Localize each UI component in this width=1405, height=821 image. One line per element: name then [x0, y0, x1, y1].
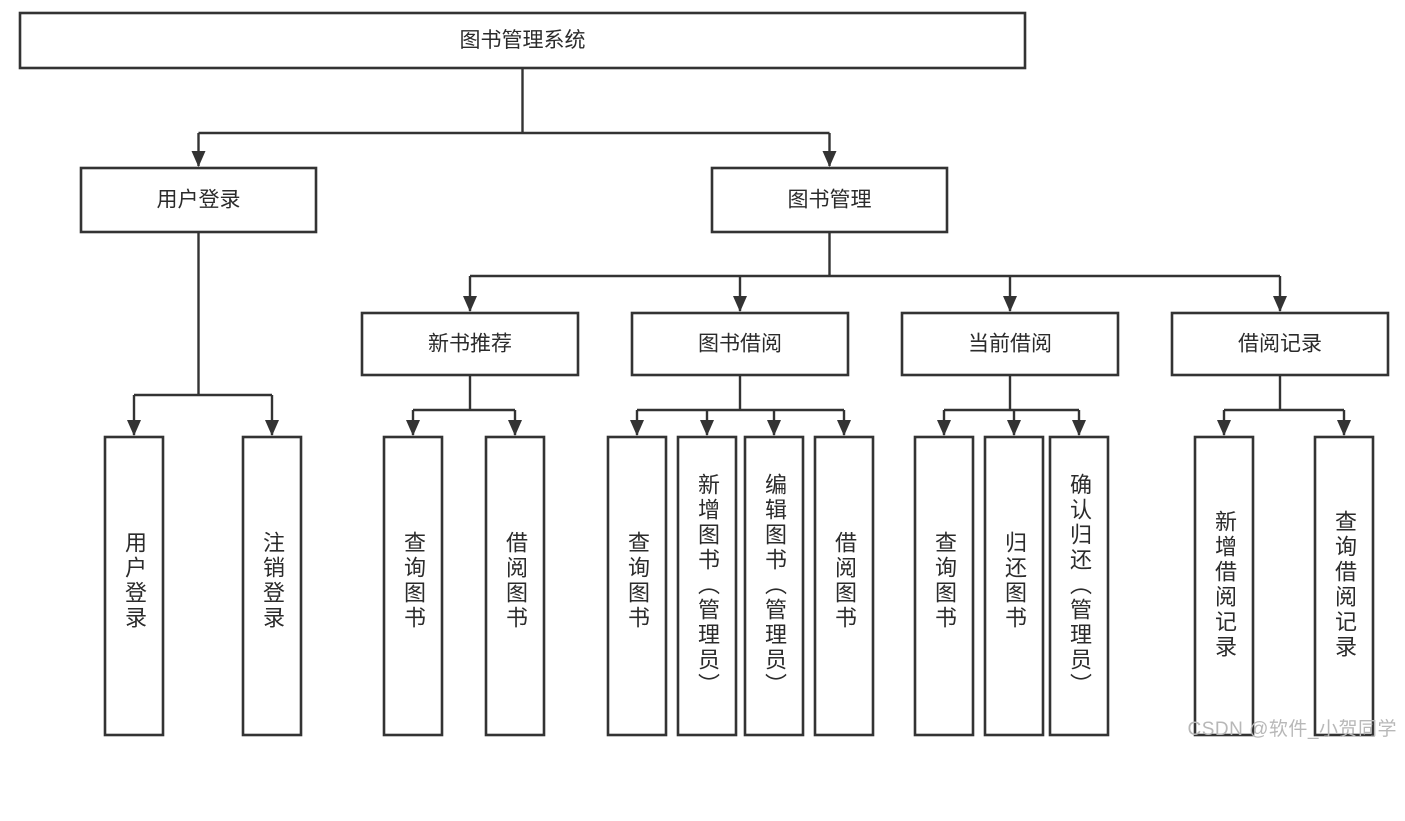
leaf-box-新增图书（管理员）[interactable]	[676, 435, 738, 737]
arrow-head-icon	[1003, 296, 1017, 312]
leaf-box-新增借阅记录[interactable]	[1193, 435, 1255, 737]
leaf-box-借阅图书[interactable]	[813, 435, 875, 737]
arrow-head-icon	[508, 420, 522, 436]
leaf-box-查询图书[interactable]	[382, 435, 444, 737]
node-label-level3-借阅记录: 借阅记录	[1238, 333, 1322, 356]
arrow-head-icon	[822, 151, 837, 167]
arrow-head-icon	[630, 420, 644, 436]
arrow-head-icon	[265, 420, 279, 436]
node-level3-借阅记录[interactable]	[1170, 311, 1390, 377]
leaf-box-查询图书[interactable]	[913, 435, 975, 737]
arrow-head-icon	[191, 151, 206, 167]
arrow-head-icon	[1273, 296, 1287, 312]
leaf-box-归还图书[interactable]	[983, 435, 1045, 737]
leaf-box-借阅图书[interactable]	[484, 435, 546, 737]
arrow-head-icon	[733, 296, 747, 312]
leaf-box-编辑图书（管理员）[interactable]	[743, 435, 805, 737]
arrow-head-icon	[1072, 420, 1086, 436]
watermark-text: CSDN @软件_小贺同学	[1187, 719, 1397, 740]
node-level3-图书借阅[interactable]	[630, 311, 850, 377]
connector-layer	[127, 68, 1351, 436]
arrow-head-icon	[406, 420, 420, 436]
node-level3-新书推荐[interactable]	[360, 311, 580, 377]
node-label-level2-图书管理: 图书管理	[788, 189, 872, 212]
arrow-head-icon	[937, 420, 951, 436]
node-level3-当前借阅[interactable]	[900, 311, 1120, 377]
leaf-box-确认归还（管理员）[interactable]	[1048, 435, 1110, 737]
node-root-图书管理系统[interactable]	[18, 11, 1027, 70]
node-label-level3-当前借阅: 当前借阅	[968, 333, 1052, 356]
arrow-head-icon	[1007, 420, 1021, 436]
arrow-head-icon	[837, 420, 851, 436]
arrow-head-icon	[767, 420, 781, 436]
leaf-box-注销登录[interactable]	[241, 435, 303, 737]
leaf-box-用户登录[interactable]	[103, 435, 165, 737]
node-label-root: 图书管理系统	[460, 29, 586, 52]
node-label-level3-图书借阅: 图书借阅	[698, 333, 782, 356]
node-label-level3-新书推荐: 新书推荐	[428, 333, 512, 356]
arrow-head-icon	[1337, 420, 1351, 436]
leaf-box-查询图书[interactable]	[606, 435, 668, 737]
node-label-level2-用户登录: 用户登录	[157, 189, 241, 212]
arrow-head-icon	[1217, 420, 1231, 436]
arrow-head-icon	[127, 420, 141, 436]
node-level2-用户登录[interactable]	[79, 166, 318, 234]
node-box-layer	[18, 11, 1390, 737]
flowchart-canvas: 图书管理系统用户登录图书管理新书推荐图书借阅当前借阅借阅记录 用户登录注销登录查…	[18, 11, 1397, 740]
leaf-box-查询借阅记录[interactable]	[1313, 435, 1375, 737]
arrow-head-icon	[463, 296, 477, 312]
node-level2-图书管理[interactable]	[710, 166, 949, 234]
arrow-head-icon	[700, 420, 714, 436]
